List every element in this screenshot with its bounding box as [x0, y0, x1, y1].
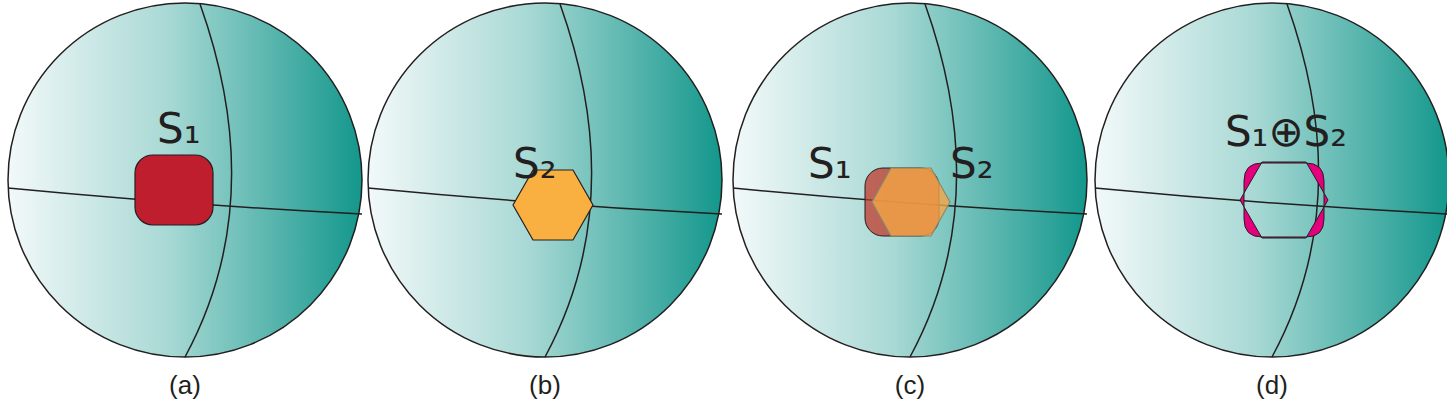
- set-label: S₂: [513, 143, 557, 185]
- panel-caption: (a): [169, 372, 201, 398]
- panel-caption: (b): [529, 372, 561, 398]
- set-s1: [135, 155, 213, 225]
- set-label: S₂: [950, 143, 994, 185]
- panel-caption: (c): [895, 372, 925, 398]
- set-label: S₁: [808, 143, 852, 185]
- set-label: S₁⊕S₂: [1225, 111, 1347, 153]
- symmetric-difference: [1240, 162, 1328, 238]
- set-label: S₁: [157, 108, 201, 150]
- set-s2: [872, 168, 950, 236]
- panel-caption: (d): [1256, 372, 1288, 398]
